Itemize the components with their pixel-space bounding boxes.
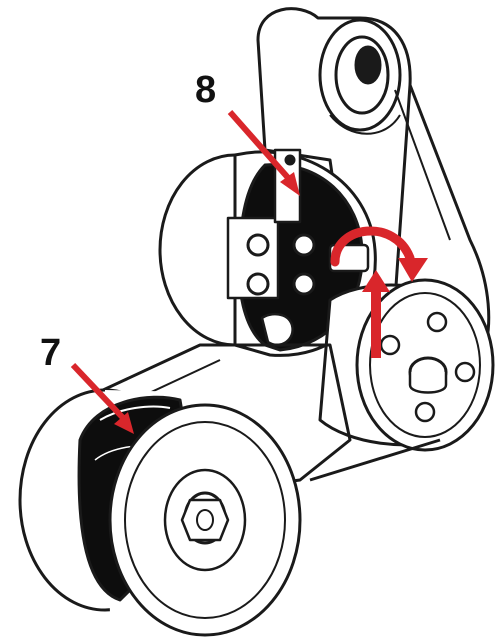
lower-pulley: [18, 388, 302, 637]
callout-7-label: 7: [40, 332, 61, 374]
right-pulley: [318, 278, 495, 452]
callout-8-label: 8: [195, 69, 216, 111]
callout-8: 8: [195, 69, 300, 196]
up-arrow-icon: [362, 270, 390, 358]
callout-7: 7: [40, 332, 134, 434]
rotation-arrow-icon: [330, 226, 428, 282]
